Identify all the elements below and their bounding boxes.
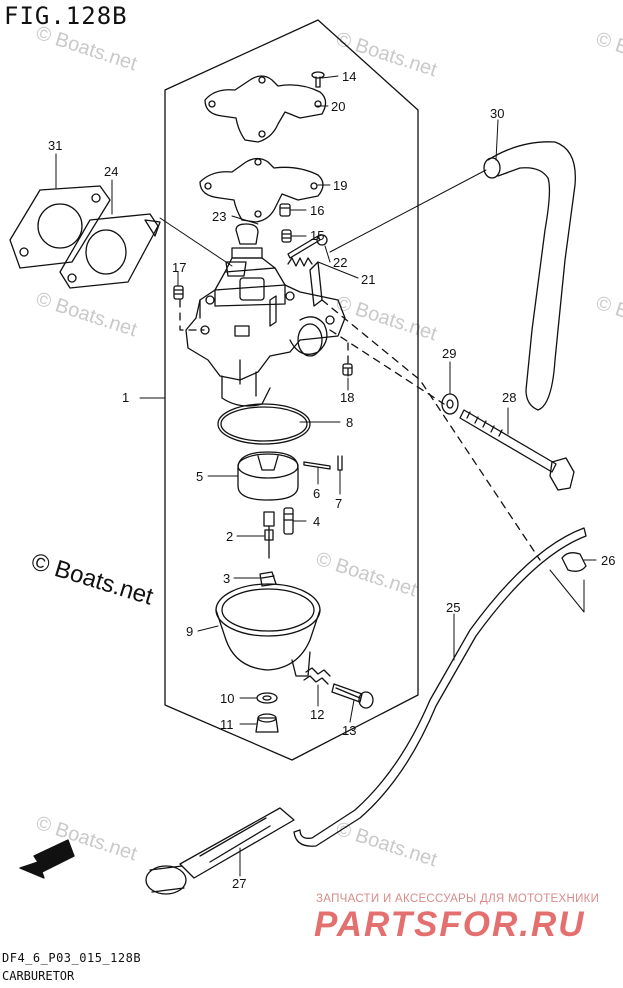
callout-31: 31 [48, 138, 62, 153]
callout-17: 17 [172, 260, 186, 275]
insulator-24 [59, 213, 161, 289]
screw-16 [279, 203, 291, 217]
callout-20: 20 [331, 99, 345, 114]
figure-code: DF4_6_P03_015_128B [2, 951, 142, 965]
brand-tagline: ЗАПЧАСТИ И АКСЕССУАРЫ ДЛЯ МОТОТЕХНИКИ [316, 893, 600, 905]
fwd-arrow [19, 839, 75, 879]
figure-caption: CARBURETOR [2, 969, 75, 983]
bolt-28 [459, 409, 575, 491]
brand-logo: PARTSFOR.RU [314, 905, 586, 944]
callout-15: 15 [310, 228, 324, 243]
callout-28: 28 [502, 390, 516, 405]
callout-21: 21 [361, 272, 375, 287]
float-chamber-9 [215, 583, 321, 677]
callout-8: 8 [346, 415, 353, 430]
callout-12: 12 [310, 707, 324, 722]
hose-clip-26 [561, 552, 587, 572]
callout-25: 25 [446, 600, 460, 615]
callout-6: 6 [313, 486, 320, 501]
diaphragm-19 [199, 157, 324, 223]
o-ring-8 [217, 403, 311, 445]
callout-14: 14 [342, 69, 356, 84]
carburetor-body-1 [185, 257, 346, 407]
choke-knob-27 [145, 807, 295, 895]
callout-29: 29 [442, 346, 456, 361]
spring-12 [303, 667, 331, 685]
callout-3: 3 [223, 571, 230, 586]
washer-10 [256, 692, 278, 704]
callout-22: 22 [333, 255, 347, 270]
leader-lines [55, 75, 597, 877]
callout-5: 5 [196, 469, 203, 484]
throttle-valve-23 [225, 223, 263, 277]
drain-bolt-11 [255, 713, 279, 733]
washer-29-hole [446, 399, 454, 409]
jet-15 [281, 229, 292, 243]
screw-13 [331, 683, 374, 709]
fuel-hose-30 [483, 141, 576, 411]
callout-2: 2 [226, 529, 233, 544]
needle-valve-2 [263, 511, 275, 559]
callout-23: 23 [212, 209, 226, 224]
callout-11: 11 [220, 717, 234, 732]
callout-19: 19 [333, 178, 347, 193]
assembly-frame [164, 19, 419, 761]
clip-7 [337, 455, 343, 471]
callout-1: 1 [122, 390, 129, 405]
float-pin-6 [303, 461, 331, 470]
float-5 [237, 451, 299, 501]
callout-18: 18 [340, 390, 354, 405]
main-jet-4 [283, 507, 294, 535]
spring-21 [287, 257, 313, 267]
callout-labels: 1 2 3 4 5 6 7 8 9 10 11 12 13 14 15 16 1… [41, 69, 616, 891]
callout-9: 9 [186, 624, 193, 639]
callout-4: 4 [313, 514, 320, 529]
callout-30: 30 [490, 106, 504, 121]
figure-title: FIG.128B [4, 2, 128, 30]
callout-24: 24 [104, 164, 118, 179]
washer-10-hole [262, 695, 272, 701]
callout-16: 16 [310, 203, 324, 218]
assembly-dashed-lines [179, 299, 541, 561]
pilot-screw-22 [287, 234, 328, 259]
callout-7: 7 [335, 496, 342, 511]
screw-14 [311, 71, 325, 88]
gasket-20 [204, 75, 327, 143]
callout-26: 26 [601, 553, 615, 568]
gasket-31 [9, 185, 111, 269]
o-ring-8-inner [220, 406, 308, 442]
callout-13: 13 [342, 723, 356, 738]
choke-rod-25 [293, 527, 587, 847]
callout-27: 27 [232, 876, 246, 891]
jet-17 [173, 285, 184, 300]
callout-10: 10 [220, 691, 234, 706]
